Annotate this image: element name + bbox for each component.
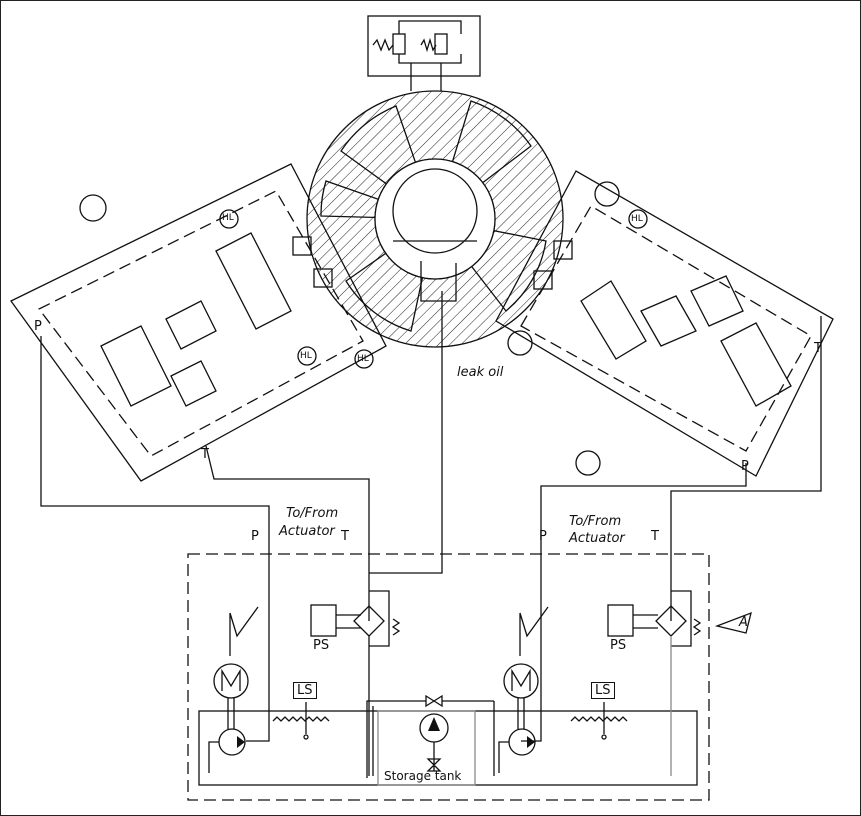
port-t-right: T <box>651 529 659 544</box>
right-pump-motor <box>498 606 549 773</box>
actuator-label-right: Actuator <box>569 531 625 546</box>
relief-valve-block <box>367 15 481 91</box>
storage-tank-label: Storage tank <box>384 769 462 783</box>
hl-indicator: HL <box>300 351 312 361</box>
right-filter <box>607 590 752 776</box>
block-port-t-left: T <box>201 447 209 462</box>
transfer-pump <box>419 694 449 772</box>
level-switch-left: LS <box>293 682 317 699</box>
storage-tank <box>377 710 476 786</box>
block-port-p-right: P <box>741 459 749 474</box>
to-from-label-left: To/From <box>286 506 339 521</box>
leak-oil-label: leak oil <box>457 365 504 380</box>
left-valve-block <box>10 163 387 482</box>
block-port-p-left: P <box>34 319 42 334</box>
rotary-actuator <box>306 90 564 348</box>
hl-indicator: HL <box>631 214 643 224</box>
hl-indicator: HL <box>357 354 369 364</box>
section-marker-a: A <box>739 615 748 630</box>
piping <box>40 291 822 742</box>
pressure-switch-label-right: PS <box>610 638 627 653</box>
level-switch-right: LS <box>591 682 615 699</box>
to-from-label-right: To/From <box>569 514 622 529</box>
right-valve-block <box>354 170 834 477</box>
actuator-label-left: Actuator <box>279 524 335 539</box>
left-pump-motor <box>208 606 259 773</box>
port-p-right: P <box>539 529 547 544</box>
power-unit-boundary <box>187 553 710 801</box>
port-t-left: T <box>341 529 349 544</box>
hl-indicator: HL <box>222 213 234 223</box>
left-filter <box>310 590 401 776</box>
port-p-left: P <box>251 529 259 544</box>
block-port-t-right: T <box>814 341 822 356</box>
pressure-switch-label-left: PS <box>313 638 330 653</box>
